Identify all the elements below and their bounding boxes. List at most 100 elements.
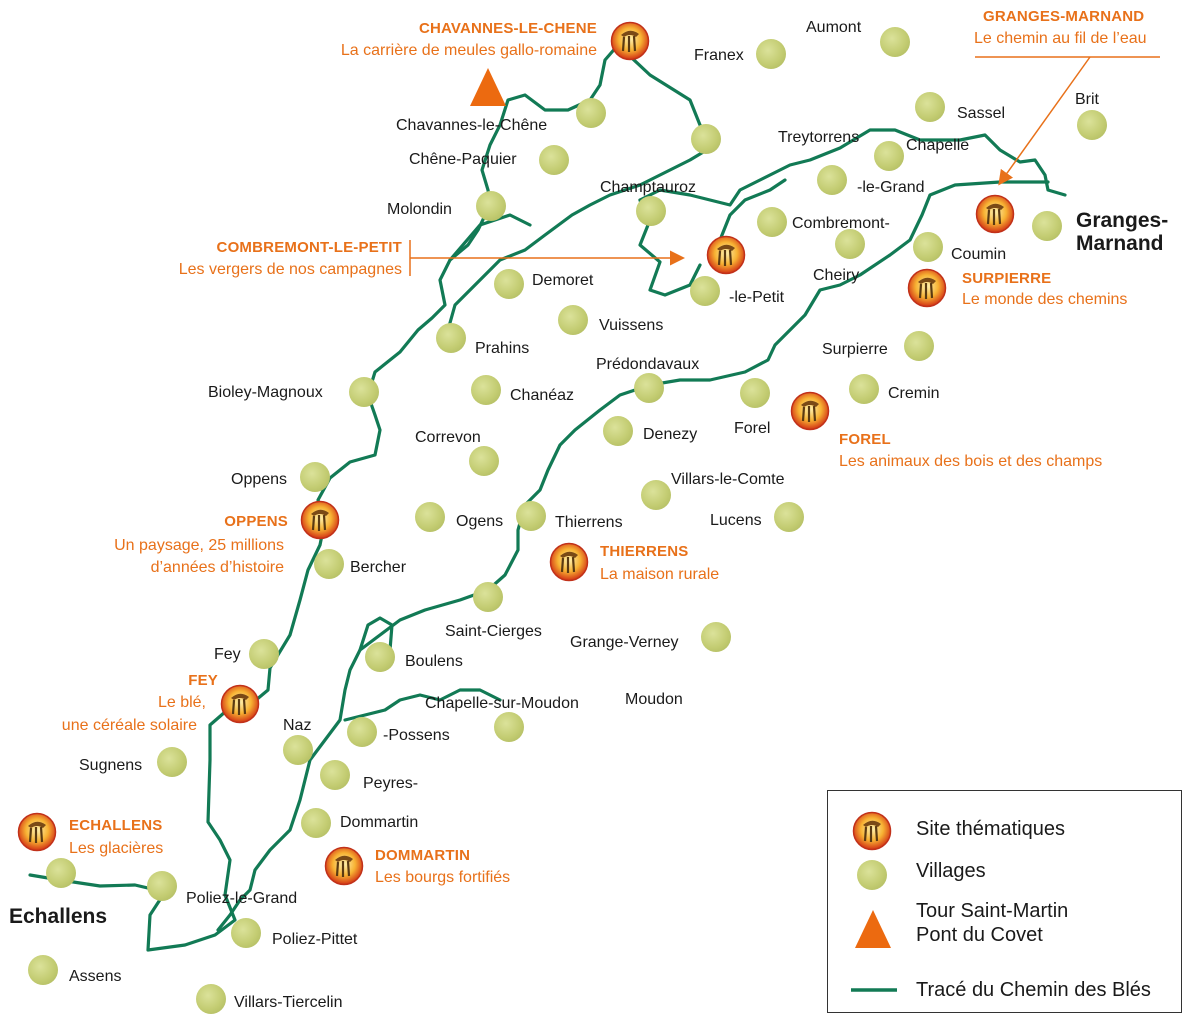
site-subtitle: Le chemin au fil de l’eau xyxy=(974,30,1147,47)
site-subtitle: La maison rurale xyxy=(600,566,720,583)
village-dot-icon xyxy=(691,124,721,154)
village-label: Chapelle xyxy=(906,137,970,154)
village-dot-icon xyxy=(157,747,187,777)
village-dot-icon xyxy=(774,502,804,532)
village-label: Oppens xyxy=(231,471,288,488)
village-dot-icon xyxy=(880,27,910,57)
village-dot-icon xyxy=(558,305,588,335)
village-dot-icon xyxy=(46,858,76,888)
village-dot-icon xyxy=(320,760,350,790)
village-label: -Possens xyxy=(383,727,450,744)
village-dot-icon xyxy=(904,331,934,361)
wheat-sheaf-icon xyxy=(790,391,830,431)
village-dot-icon xyxy=(147,871,177,901)
legend-tower-label: Tour Saint-Martin Pont du Covet xyxy=(916,900,1069,946)
village-label: Sugnens xyxy=(79,757,143,774)
site-title: THIERRENS xyxy=(600,543,689,560)
village-dot-icon xyxy=(516,501,546,531)
village-dot-icon xyxy=(576,98,606,128)
wheat-sheaf-icon xyxy=(975,194,1015,234)
pointer-arrow-granges xyxy=(998,56,1091,186)
village-label: Boulens xyxy=(405,653,463,670)
site-subtitle: La carrière de meules gallo-romaine xyxy=(340,42,597,59)
village-label: Demoret xyxy=(532,272,594,289)
village-label: -le-Petit xyxy=(729,289,785,306)
village-dot-icon xyxy=(1077,110,1107,140)
village-dot-icon xyxy=(849,374,879,404)
village-label: Brit xyxy=(1075,91,1099,108)
village-dot-icon xyxy=(874,141,904,171)
site-subtitle: Les vergers de nos campagnes xyxy=(178,261,402,278)
site-title: ECHALLENS xyxy=(69,817,163,834)
village-label: Correvon xyxy=(415,429,481,446)
village-dot-icon xyxy=(283,735,313,765)
wheat-sheaf-icon xyxy=(610,21,650,61)
village-dot-icon xyxy=(301,808,331,838)
route-line xyxy=(28,43,1067,952)
village-label: Chanéaz xyxy=(510,387,575,404)
village-dot-icon xyxy=(539,145,569,175)
site-title: CHAVANNES-LE-CHENE xyxy=(418,20,597,37)
village-dot-icon xyxy=(756,39,786,69)
village-label: Ogens xyxy=(456,513,504,530)
town-label-granges-marnand: Granges- Marnand xyxy=(1076,209,1169,256)
village-label: Poliez-le-Grand xyxy=(186,890,298,907)
village-dot-icon xyxy=(365,642,395,672)
village-label: Treytorrens xyxy=(778,129,860,146)
village-label: Moudon xyxy=(625,691,683,708)
wheat-sheaf-icon xyxy=(706,235,746,275)
village-label: Naz xyxy=(283,717,312,734)
site-subtitle: Les glacières xyxy=(69,840,164,857)
village-dot-icon xyxy=(436,323,466,353)
village-label: Chavannes-le-Chêne xyxy=(396,117,548,134)
site-subtitle: une céréale solaire xyxy=(61,717,197,734)
village-label: Chapelle-sur-Moudon xyxy=(425,695,579,712)
village-dot-icon xyxy=(1032,211,1062,241)
village-dot-icon xyxy=(347,717,377,747)
site-subtitle: Les animaux des bois et des champs xyxy=(839,453,1103,470)
village-label: Combremont- xyxy=(792,215,890,232)
site-subtitle: Les bourgs fortifiés xyxy=(375,869,511,886)
tower-triangle-icon xyxy=(470,68,506,106)
village-dot-icon xyxy=(835,229,865,259)
village-dot-icon xyxy=(476,191,506,221)
legend-route-label: Tracé du Chemin des Blés xyxy=(916,979,1151,1001)
village-label: Coumin xyxy=(951,246,1007,263)
village-label: Poliez-Pittet xyxy=(272,931,358,948)
wheat-sheaf-icon xyxy=(17,812,57,852)
site-title: FOREL xyxy=(839,431,891,448)
village-label: Dommartin xyxy=(340,814,419,831)
village-label: Cremin xyxy=(888,385,940,402)
village-label: Bercher xyxy=(350,559,407,576)
site-title: SURPIERRE xyxy=(962,270,1052,287)
wheat-sheaf-icon xyxy=(300,500,340,540)
site-title: OPPENS xyxy=(224,513,288,530)
wheat-sheaf-icon xyxy=(220,684,260,724)
village-dot-icon xyxy=(249,639,279,669)
village-dot-icon xyxy=(757,207,787,237)
village-dot-icon xyxy=(740,378,770,408)
village-label: Vuissens xyxy=(599,317,664,334)
village-label: Thierrens xyxy=(555,514,623,531)
village-label: Prédondavaux xyxy=(596,356,700,373)
village-dot-icon xyxy=(915,92,945,122)
village-dot-icon xyxy=(415,502,445,532)
village-dot-icon xyxy=(300,462,330,492)
village-dot-icon xyxy=(603,416,633,446)
site-subtitle: Un paysage, 25 millions xyxy=(114,537,284,554)
village-label: Denezy xyxy=(643,426,698,443)
village-dot-icon xyxy=(231,918,261,948)
wheat-sheaf-icon xyxy=(549,542,589,582)
village-dot-icon xyxy=(817,165,847,195)
village-label: Molondin xyxy=(387,201,452,218)
village-label: Prahins xyxy=(475,340,530,357)
village-label: Franex xyxy=(694,47,744,64)
village-dot-icon xyxy=(690,276,720,306)
village-label: -le-Grand xyxy=(857,179,925,196)
village-dot-icon xyxy=(634,373,664,403)
village-dot-icon xyxy=(469,446,499,476)
legend-site-label: Site thématiques xyxy=(916,818,1065,840)
site-title: FEY xyxy=(188,672,218,689)
